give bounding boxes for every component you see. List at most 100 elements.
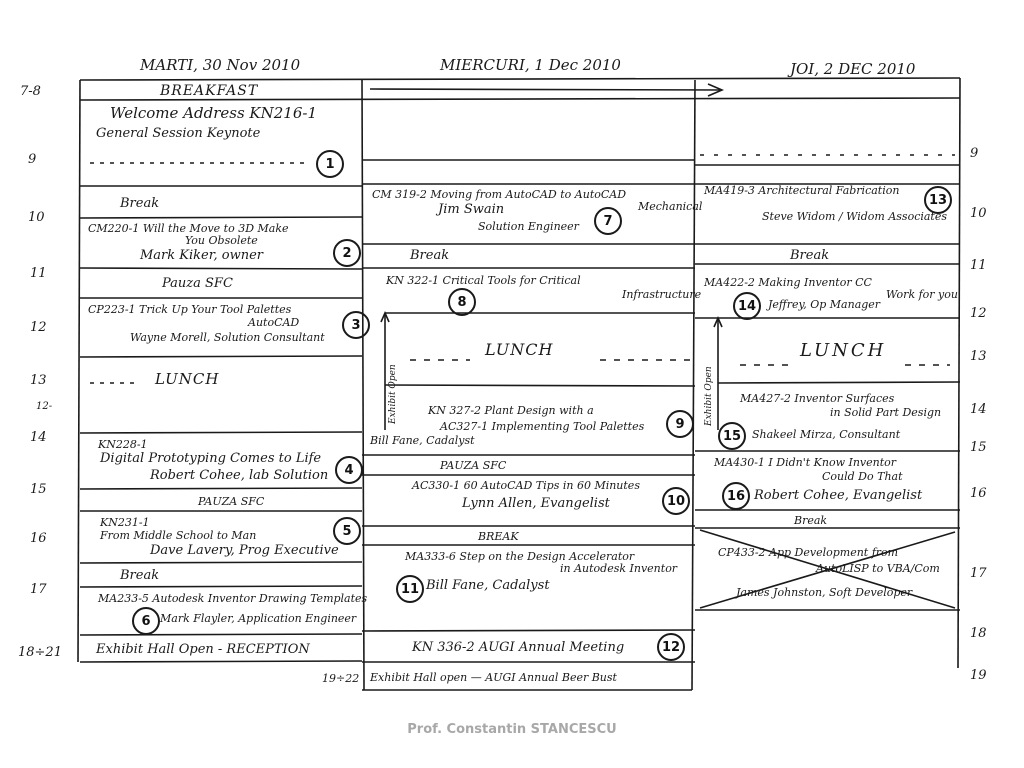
tuesday-pauza-2: PAUZA SFC (198, 495, 265, 508)
session-number-1: 1 (316, 150, 344, 178)
time-right-15: 15 (970, 440, 987, 455)
time-left-7-8: 7-8 (20, 84, 41, 99)
time-right-13: 13 (970, 349, 987, 364)
tuesday-exhibit: Exhibit Hall Open - RECEPTION (96, 642, 310, 657)
day-header-thursday: JOI, 2 DEC 2010 (790, 60, 916, 78)
session-2-title: CM220-1 Will the Move to 3D Make (88, 222, 289, 235)
session-4-speaker: Robert Cohee, lab Solution (150, 468, 329, 483)
session-6-title: MA233-5 Autodesk Inventor Drawing Templa… (98, 592, 368, 605)
tuesday-break-1: Break (120, 196, 160, 211)
wednesday-break-1: Break (410, 248, 450, 263)
session-9-alt: AC327-1 Implementing Tool Palettes (440, 420, 645, 433)
session-16-subtitle: Could Do That (822, 470, 903, 483)
session-number-6: 6 (132, 607, 160, 635)
day-header-tuesday: MARTI, 30 Nov 2010 (140, 56, 301, 74)
time-left-13: 13 (30, 373, 47, 388)
session-4-code: KN228-1 (98, 438, 148, 451)
session-number-5: 5 (333, 517, 361, 545)
thursday-break-1: Break (790, 248, 830, 263)
session-number-7: 7 (594, 207, 622, 235)
time-right-11: 11 (970, 258, 987, 273)
thursday-exhibit-label: Exhibit Open (704, 366, 714, 426)
session-4-title: Digital Prototyping Comes to Life (100, 451, 322, 466)
session-2-subtitle: You Obsolete (185, 234, 258, 247)
session-3-title: CP223-1 Trick Up Your Tool Palettes (88, 303, 292, 316)
time-left-16: 16 (30, 531, 47, 546)
grid-line-left (77, 79, 81, 663)
thursday-break-2: Break (794, 514, 828, 527)
time-right-14: 14 (970, 402, 987, 417)
time-left-12: 12 (30, 320, 47, 335)
session-7-role: Solution Engineer (478, 220, 579, 233)
session-17-title: CP433-2 App Development from (718, 546, 899, 559)
session-number-11: 11 (396, 575, 424, 603)
session-number-8: 8 (448, 288, 476, 316)
session-10-title: AC330-1 60 AutoCAD Tips in 60 Minutes (412, 479, 640, 492)
wednesday-lunch: LUNCH (485, 340, 554, 359)
session-11-subtitle: in Autodesk Inventor (560, 562, 678, 575)
session-17-subtitle: AutoLISP to VBA/Com (816, 562, 940, 575)
session-16-title: MA430-1 I Didn't Know Inventor (714, 456, 897, 469)
session-3-speaker: Wayne Morell, Solution Consultant (130, 331, 325, 344)
time-right-17: 17 (970, 566, 987, 581)
session-7-title: CM 319-2 Moving from AutoCAD to AutoCAD (372, 188, 627, 201)
time-left-18-21: 18÷21 (18, 645, 62, 660)
session-number-14: 14 (733, 292, 761, 320)
session-number-16: 16 (722, 482, 750, 510)
wednesday-pauza: PAUZA SFC (440, 459, 507, 472)
session-1-title: Welcome Address KN216-1 (110, 104, 317, 122)
time-right-12: 12 (970, 306, 987, 321)
session-10-speaker: Lynn Allen, Evangelist (462, 496, 610, 511)
session-5-speaker: Dave Lavery, Prog Executive (150, 543, 339, 558)
session-14-speaker: Jeffrey, Op Manager (768, 298, 881, 311)
time-left-9: 9 (28, 152, 37, 167)
tuesday-pauza-1: Pauza SFC (162, 276, 233, 291)
session-8-title: KN 322-1 Critical Tools for Critical (386, 274, 581, 287)
cross-out-line-1 (699, 529, 956, 609)
time-right-16: 16 (970, 486, 987, 501)
session-15-subtitle: in Solid Part Design (830, 406, 942, 419)
session-1-subtitle: General Session Keynote (96, 126, 261, 141)
time-left-11: 11 (30, 266, 47, 281)
session-2-speaker: Mark Kiker, owner (140, 248, 264, 263)
session-number-9: 9 (666, 410, 694, 438)
time-left-17: 17 (30, 582, 47, 597)
session-5-title: From Middle School to Man (100, 529, 257, 542)
grid-line-right (957, 77, 961, 669)
session-17-speaker: James Johnston, Soft Developer (736, 586, 913, 599)
session-3-subtitle: AutoCAD (248, 316, 300, 329)
tuesday-break-2: Break (120, 568, 160, 583)
time-left-10: 10 (28, 210, 45, 225)
session-15-speaker: Shakeel Mirza, Consultant (752, 428, 901, 441)
day-header-wednesday: MIERCURI, 1 Dec 2010 (440, 56, 621, 74)
wednesday-break-2: BREAK (478, 530, 519, 543)
session-11-speaker: Bill Fane, Cadalyst (426, 578, 550, 593)
session-8-subtitle: Infrastructure (622, 288, 702, 301)
session-number-2: 2 (333, 239, 361, 267)
wednesday-bottom-time: 19÷22 (322, 672, 360, 685)
time-left-12-extra: 12- (36, 401, 53, 412)
session-9-speaker: Bill Fane, Cadalyst (370, 434, 475, 447)
session-12-title: KN 336-2 AUGI Annual Meeting (412, 640, 625, 655)
session-16-speaker: Robert Cohee, Evangelist (754, 488, 923, 503)
session-9-title: KN 327-2 Plant Design with a (428, 404, 594, 417)
time-left-14: 14 (30, 430, 47, 445)
thursday-lunch: LUNCH (800, 340, 887, 361)
time-right-18: 18 (970, 626, 987, 641)
tuesday-breakfast: BREAKFAST (160, 83, 259, 99)
session-14-title: MA422-2 Making Inventor CC (704, 276, 872, 289)
session-number-12: 12 (657, 633, 685, 661)
tuesday-lunch: LUNCH (155, 370, 220, 388)
author-credit: Prof. Constantin STANCESCU (407, 722, 617, 737)
session-13-title: MA419-3 Architectural Fabrication (704, 184, 900, 197)
time-right-10: 10 (970, 206, 987, 221)
time-left-15: 15 (30, 482, 47, 497)
wednesday-bottom-event: Exhibit Hall open — AUGI Annual Beer Bus… (370, 671, 617, 684)
session-number-15: 15 (718, 422, 746, 450)
session-number-4: 4 (335, 456, 363, 484)
time-right-19: 19 (970, 668, 987, 683)
session-11-title: MA333-6 Step on the Design Accelerator (405, 550, 635, 563)
session-number-3: 3 (342, 311, 370, 339)
grid-line-mid-1 (361, 79, 365, 691)
